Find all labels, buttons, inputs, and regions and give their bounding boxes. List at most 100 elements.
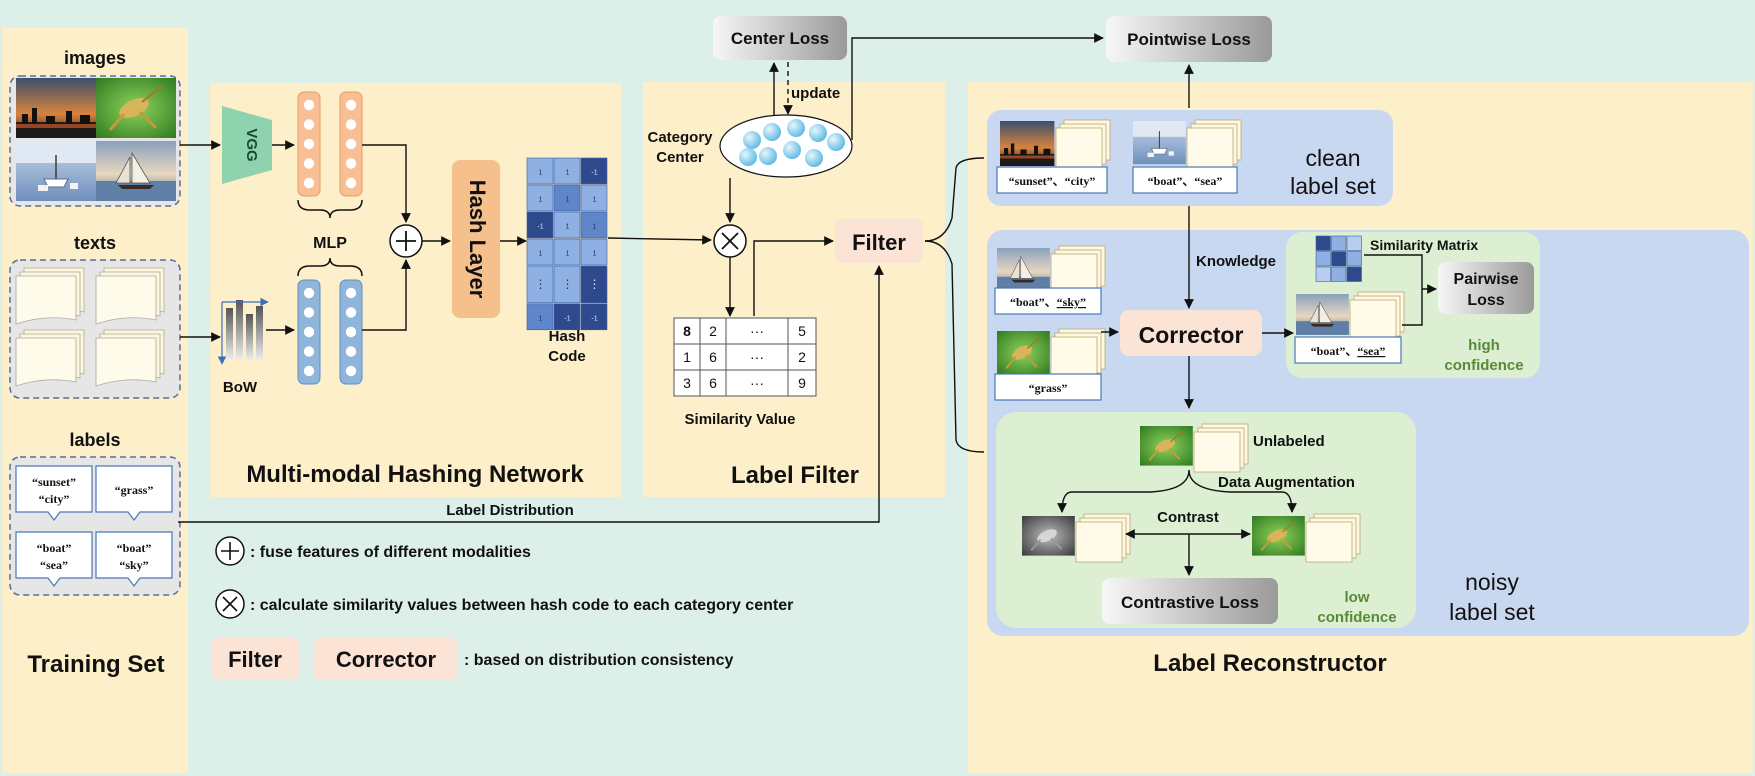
similarity-cell — [787, 369, 817, 397]
hash-code-cell — [553, 184, 581, 212]
hash-code-cell — [553, 211, 581, 239]
similarity-cell-value: 8 — [683, 323, 691, 339]
similarity-cell — [699, 369, 727, 397]
texts-heading: texts — [74, 233, 116, 253]
category-center-ball — [739, 148, 757, 166]
noisy-set-label-1: noisy — [1465, 569, 1519, 595]
hash-code-symbol: -1 — [591, 170, 597, 177]
category-center-label-1: Category — [647, 129, 713, 146]
mlp-neuron — [303, 307, 315, 318]
mlp-neuron — [345, 177, 357, 189]
legend-consistency-text: : based on distribution consistency — [464, 652, 733, 669]
corrected-tag-part-a: “boat”、 — [1311, 344, 1358, 358]
clean-tag-box-1 — [996, 166, 1108, 194]
hash-code-cell — [526, 238, 554, 266]
mlp-neuron — [345, 326, 357, 338]
hash-code-symbol: -1 — [564, 315, 570, 322]
image-sailboat — [95, 140, 177, 202]
clean-tag-box-2 — [1132, 166, 1238, 194]
hash-code-cell — [526, 184, 554, 212]
label-card-text: “sky” — [119, 558, 148, 572]
mlp-neuron — [303, 119, 315, 130]
clean-tag-1: “sunset”、“city” — [1009, 174, 1096, 188]
similarity-cell-value: ··· — [750, 375, 764, 391]
similarity-cell-value: ··· — [750, 349, 764, 365]
label-card — [95, 531, 173, 587]
similarity-matrix-cell — [1315, 266, 1331, 282]
legend-similarity-text: : calculate similarity values between ha… — [250, 597, 793, 614]
similarity-cell-value: 2 — [709, 323, 717, 339]
high-confidence-label-1: high — [1468, 337, 1500, 354]
hash-layer-block — [452, 160, 500, 318]
augmented-gray-image — [1021, 515, 1076, 557]
image-sunset-city — [16, 78, 96, 138]
hash-code-symbol: ⋮ — [535, 277, 547, 291]
mlp-neuron — [303, 287, 315, 299]
noisy-tag-1-part-b: “sky” — [1057, 295, 1086, 309]
pointwise-loss-box — [1106, 16, 1272, 62]
mlp-label: MLP — [313, 235, 347, 252]
vgg-label: VGG — [243, 128, 260, 161]
clean-image-harbor — [1132, 120, 1187, 165]
hash-code-cell — [580, 265, 608, 304]
hash-code-cell — [580, 211, 608, 239]
label-card — [15, 465, 93, 521]
similarity-matrix-cell — [1346, 235, 1362, 251]
labels-heading: labels — [69, 430, 120, 450]
label-card — [15, 531, 93, 587]
hash-code-cell — [580, 238, 608, 266]
mlp-top-brace — [297, 199, 363, 219]
hash-code-cell — [526, 211, 554, 239]
label-filter-title: Label Filter — [731, 462, 859, 489]
hash-code-cell — [553, 238, 581, 266]
filter-box — [835, 219, 923, 263]
augmented-gray-doc-stack — [1075, 513, 1131, 563]
noisy-image-sailboat — [996, 247, 1051, 292]
clean-doc-stack-1 — [1055, 119, 1111, 169]
similarity-cell-value: 2 — [798, 349, 806, 365]
hash-code-symbol: 1 — [566, 197, 570, 204]
pairwise-loss-label-1: Pairwise — [1454, 271, 1519, 288]
hash-code-symbol: 1 — [593, 251, 597, 258]
corrected-tag-part-b: “sea” — [1357, 344, 1385, 358]
hash-code-symbol: -1 — [537, 224, 543, 231]
mlp-neuron — [345, 138, 357, 150]
mlp-neuron — [303, 177, 315, 189]
category-center-ball — [759, 147, 777, 165]
label-card-text: “boat” — [117, 541, 152, 555]
mlp-neuron — [345, 158, 357, 169]
hash-code-symbol: 1 — [539, 170, 543, 177]
label-card-text: “grass” — [115, 483, 154, 497]
similarity-cell — [699, 343, 727, 371]
unlabeled-image — [1139, 425, 1194, 467]
images-heading: images — [64, 48, 126, 68]
label-card-text: “boat” — [37, 541, 72, 555]
corrector-label: Corrector — [1139, 322, 1244, 348]
similarity-matrix-label: Similarity Matrix — [1370, 237, 1478, 253]
update-label: update — [791, 85, 840, 102]
pairwise-loss-label-2: Loss — [1467, 292, 1504, 309]
low-confidence-label-1: low — [1345, 589, 1370, 606]
noisy-set-label-2: label set — [1449, 599, 1535, 625]
label-cards: “sunset”“city”“grass”“boat”“sea”“boat”“s… — [15, 465, 173, 587]
noisy-doc-stack-2 — [1050, 328, 1106, 378]
hash-code-cell — [553, 303, 581, 331]
legend-fuse-text: : fuse features of different modalities — [250, 544, 531, 561]
hash-layer-label: Hash Layer — [465, 180, 490, 299]
label-card — [95, 465, 173, 521]
hash-code-cell — [580, 184, 608, 212]
bow-icon — [217, 297, 269, 365]
unlabeled-label: Unlabeled — [1253, 433, 1325, 450]
legend-filter-label: Filter — [228, 647, 282, 672]
low-confidence-panel — [996, 412, 1416, 628]
hash-code-cell — [553, 157, 581, 185]
data-augmentation-label: Data Augmentation — [1218, 474, 1355, 491]
category-center-ball — [743, 131, 761, 149]
filter-label: Filter — [852, 230, 906, 255]
contrastive-loss-box — [1102, 578, 1278, 624]
category-center-label-2: Center — [656, 149, 704, 166]
bow-label: BoW — [223, 379, 258, 396]
category-center-ball — [827, 133, 845, 151]
vgg-block — [222, 106, 272, 184]
